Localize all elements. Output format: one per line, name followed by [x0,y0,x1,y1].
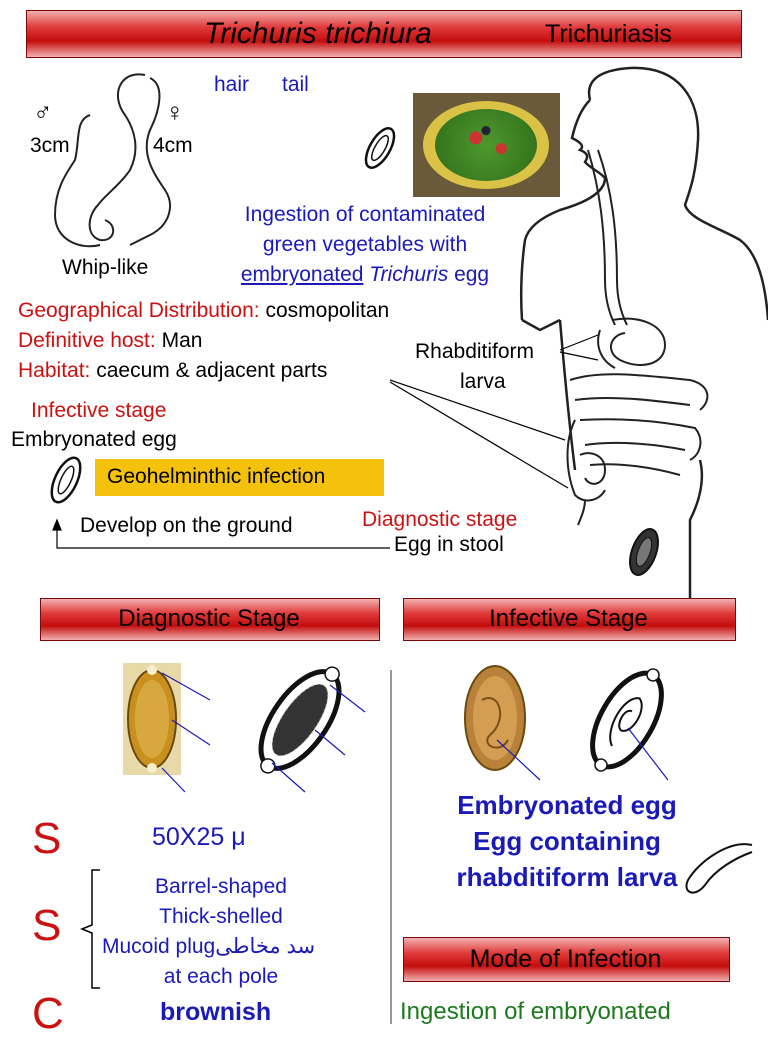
infective-line-3: rhabditiform larva [456,862,678,892]
etymology-tail: tail [282,73,309,96]
ingestion-embryonated: embryonated [240,263,364,286]
diagnostic-stage-label: Diagnostic stage [362,508,518,531]
shape-list: Barrel-shaped Thick-shelled Mucoid plugس… [96,872,346,992]
fact-host: Definitive host: Man [18,329,203,352]
ingestion-egg: egg [454,263,490,286]
letter-s-size: S [32,814,62,863]
geo-badge-text: Geohelminthic infection [107,465,326,488]
infective-stage-header [403,598,736,641]
infective-line-1: Embryonated egg [457,790,677,820]
shape-line: Thick-shelled [159,905,283,928]
ingestion-line-1: Ingestion of contaminated [244,203,486,226]
page-title: Trichuris trichiura [204,17,432,50]
color-value: brownish [160,998,272,1026]
shape-line: Barrel-shaped [155,875,287,898]
letter-c-color: C [32,989,64,1038]
mode-of-infection-title: Mode of Infection [469,945,662,973]
ingestion-text: Ingestion of contaminated green vegetabl… [200,200,530,290]
size-value: 50X25 μ [152,823,246,851]
female-symbol: ♀ [165,97,185,127]
curly-brace [79,869,100,989]
egg-icon [364,127,396,169]
mode-text: Ingestion of embryonated [400,998,671,1025]
ingestion-trichuris: Trichuris [369,263,449,286]
geo-badge [95,459,384,496]
shape-line: Mucoid plugسد مخاطى [102,935,316,958]
salad-photo [413,93,560,197]
develop-label: Develop on the ground [80,514,293,537]
male-size: 3cm [30,134,70,157]
pointer-lines [389,334,599,489]
larva-drawing [685,843,753,894]
rhabditiform-label-2: larva [460,370,506,393]
egg-photo-infective [464,665,526,771]
infective-text: Embryonated egg Egg containing rhabditif… [410,787,724,895]
rhabditiform-label: Rhabditiform [415,340,535,363]
worm-caption: Whip-like [62,256,149,279]
shape-line: at each pole [163,965,279,988]
diagnostic-stage-header [40,598,380,641]
digestive-tract [566,149,709,526]
infective-stage-title: Infective Stage [489,605,648,632]
header-bar [26,10,742,58]
cycle-arrow [52,518,390,549]
facts-list: Geographical Distribution: cosmopolitan … [18,296,389,386]
diagnostic-stage-title: Diagnostic Stage [118,605,300,632]
egg-icon [50,456,82,504]
egg-drawing-infective [590,668,664,772]
mode-of-infection-header [403,937,730,982]
pointer-lines [496,727,669,781]
pointer-lines [161,672,366,793]
worm-drawing [53,73,171,248]
disease-name: Trichuriasis [545,20,672,48]
male-symbol: ♂ [33,97,53,127]
ingestion-line-3: embryonated Trichuris egg [200,260,530,290]
fact-habitat: Habitat: caecum & adjacent parts [18,359,328,382]
human-body-outline [519,66,768,600]
ingestion-line-2: green vegetables with [262,233,468,256]
female-size: 4cm [153,134,193,157]
embryonated-egg-label: Embryonated egg [11,428,177,451]
egg-drawing-diagnostic [258,666,342,774]
letter-s-shape: S [32,901,62,950]
egg-icon [629,528,659,576]
egg-in-stool-label: Egg in stool [394,533,504,556]
arabic-note: سد مخاطى [215,935,316,958]
infective-line-2: Egg containing [473,826,661,856]
egg-photo-diagnostic [123,663,181,775]
fact-geo: Geographical Distribution: cosmopolitan [18,299,390,322]
etymology-hair: hair [214,73,250,96]
infective-stage-label: Infective stage [31,399,167,422]
